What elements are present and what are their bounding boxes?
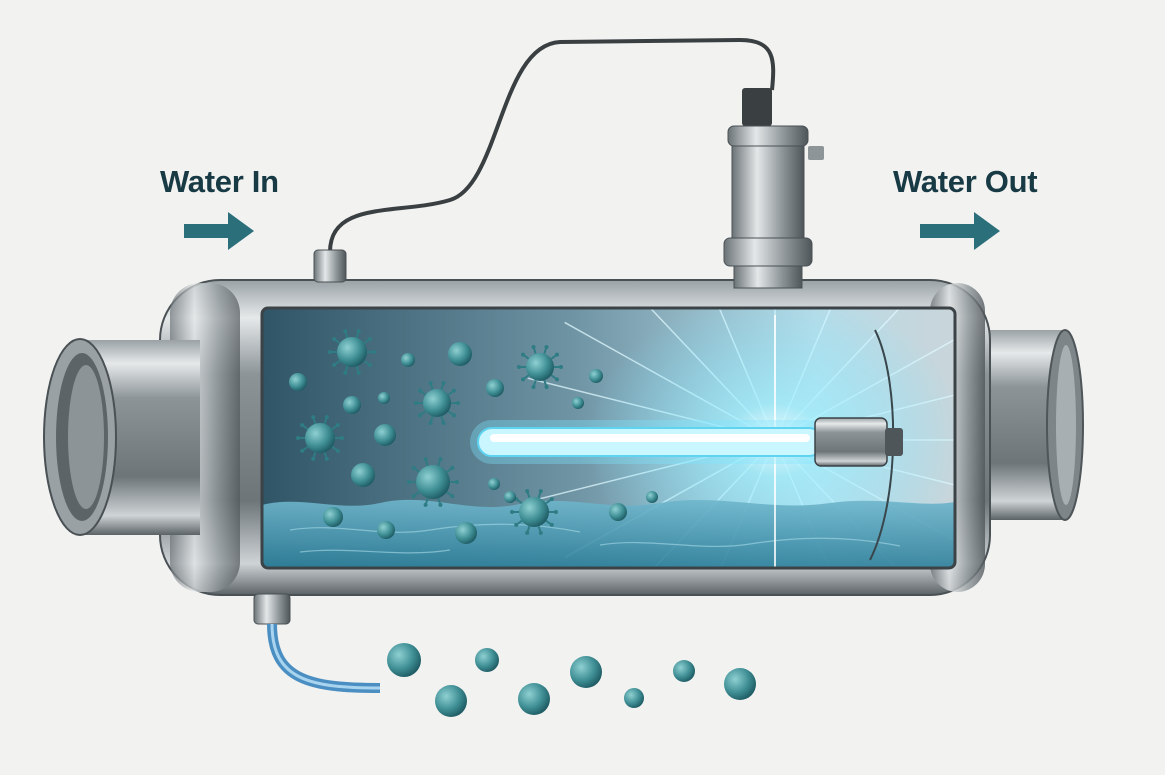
particle-icon xyxy=(589,369,603,383)
droplet-icon xyxy=(518,683,550,715)
particle-icon xyxy=(486,379,504,397)
droplet-icon xyxy=(724,668,756,700)
droplet-icon xyxy=(475,648,499,672)
particle-icon xyxy=(377,521,395,539)
drain-port xyxy=(253,593,381,693)
particle-icon xyxy=(374,424,396,446)
particle-icon xyxy=(289,373,307,391)
microbe-icon xyxy=(517,345,563,389)
microbes xyxy=(289,329,658,544)
particle-icon xyxy=(378,392,390,404)
microbe-icon xyxy=(328,329,376,375)
particle-icon xyxy=(455,522,477,544)
particle-icon xyxy=(646,491,658,503)
particle-icon xyxy=(401,353,415,367)
droplet-icon xyxy=(624,688,644,708)
particle-icon xyxy=(609,503,627,521)
microbe-icon xyxy=(510,489,558,535)
microbe-icon xyxy=(296,415,344,461)
particle-icon xyxy=(343,396,361,414)
uv-sensor xyxy=(723,88,824,289)
particle-icon xyxy=(572,397,584,409)
water-out-label: Water Out xyxy=(893,164,1038,199)
particle-icon xyxy=(448,342,472,366)
particle-icon xyxy=(351,463,375,487)
water-in-arrow xyxy=(184,212,254,250)
droplet-icon xyxy=(673,660,695,682)
sensor-cable xyxy=(328,37,776,253)
water-in-label: Water In xyxy=(160,164,279,199)
uv-lamp xyxy=(470,417,903,467)
droplet-icon xyxy=(435,685,467,717)
outlet-pipe xyxy=(985,329,1084,521)
top-port xyxy=(313,249,347,283)
droplet-icon xyxy=(570,656,602,688)
particle-icon xyxy=(488,478,500,490)
microbe-icon xyxy=(407,457,459,507)
water xyxy=(262,499,955,568)
inlet-pipe xyxy=(43,338,200,536)
particle-icon xyxy=(323,507,343,527)
droplet-icon xyxy=(387,643,421,677)
microbe-icon xyxy=(414,381,460,425)
water-out-arrow xyxy=(920,212,1000,250)
droplets xyxy=(387,643,756,717)
particle-icon xyxy=(504,491,516,503)
